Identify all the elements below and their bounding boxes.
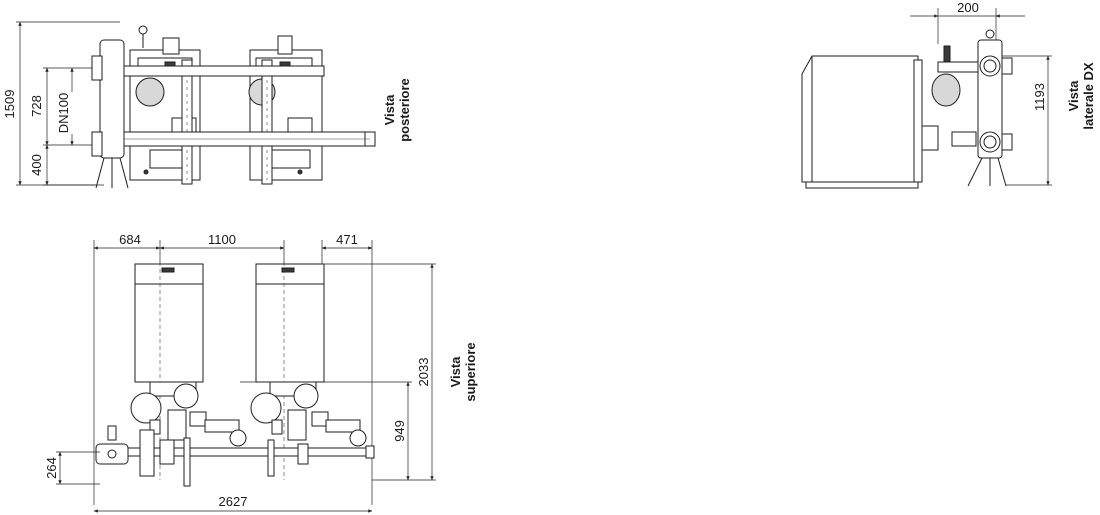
dim-400-label: 400	[29, 154, 44, 176]
dim-1193-label: 1193	[1032, 83, 1047, 111]
top-boiler-1	[134, 262, 204, 480]
side-view-label-2: laterale DX	[1081, 62, 1096, 130]
rear-module-2	[248, 35, 323, 185]
side-boiler-cabinet	[801, 55, 923, 189]
dimension-728: 728	[29, 67, 96, 146]
top-pipework-1	[130, 381, 247, 447]
dimension-1193: 1193	[1002, 55, 1052, 186]
dim-200-label: 200	[957, 0, 979, 15]
dimension-2033: 2033	[324, 263, 436, 481]
dimension-264: 264	[44, 451, 100, 485]
dim-1509-label: 1509	[2, 90, 17, 119]
top-view-label-1: Vista	[448, 356, 463, 388]
dimension-949: 949	[240, 381, 412, 481]
dimension-top-row: 684 1100 471	[93, 232, 373, 505]
top-pipework-2	[250, 381, 367, 447]
dimension-400: 400	[29, 144, 96, 186]
dim-1100-label: 1100	[208, 232, 236, 247]
dim-dn100-label: DN100	[56, 93, 71, 133]
rear-manifolds	[123, 65, 376, 147]
dim-2033-label: 2033	[416, 358, 431, 387]
top-view-label-2: superiore	[463, 342, 478, 401]
hydraulic-header	[91, 25, 148, 189]
top-main-manifold	[95, 425, 375, 487]
rear-module-1	[129, 37, 201, 185]
dimension-200: 200	[910, 0, 1025, 44]
dim-264-label: 264	[44, 457, 59, 479]
top-boiler-2	[255, 262, 325, 480]
dimension-1509: 1509	[2, 21, 120, 186]
dim-728-label: 728	[29, 95, 44, 117]
dim-2627-label: 2627	[219, 494, 248, 509]
dimension-2627: 2627	[93, 494, 373, 513]
rear-view-label-1: Vista	[382, 94, 397, 126]
rear-view-label-2: posteriore	[397, 78, 412, 142]
side-hydraulics	[921, 29, 1013, 187]
dimension-dn100: DN100	[56, 67, 74, 146]
dim-471-label: 471	[336, 232, 358, 247]
rear-view: 1509 728 DN100 400	[2, 21, 412, 189]
dim-949-label: 949	[392, 420, 407, 442]
side-view-label-1: Vista	[1066, 80, 1081, 112]
side-view: 200	[801, 0, 1096, 189]
top-view: 684 1100 471	[44, 232, 478, 513]
dim-684-label: 684	[119, 232, 141, 247]
